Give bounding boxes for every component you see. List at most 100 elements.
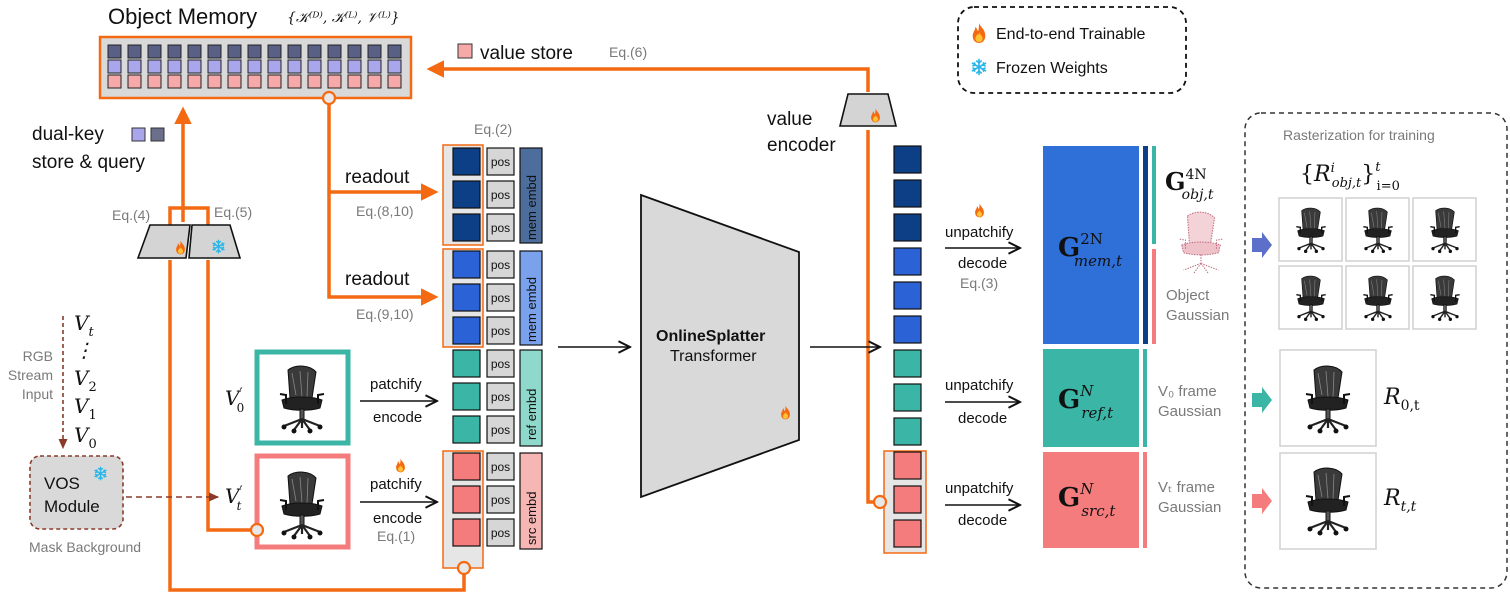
memory-key-dark-cell [247,44,262,59]
decoder-3-line1: unpatchify [945,480,1014,497]
memory-key-dark-cell [147,44,162,59]
token-cell [452,316,481,345]
stream-frame-label: ⋮ [74,338,94,362]
ref-encode-line2: encode [373,409,422,426]
memory-value-cell [307,74,322,89]
vt-gaussian-2: Gaussian [1158,499,1221,516]
dual-key-swatch-light [131,127,146,142]
memory-key-light-cell [267,59,282,74]
memory-key-dark-cell [167,44,182,59]
pos-cell [486,180,515,209]
mem-embd-bar-1 [519,147,543,244]
memory-value-cell [147,74,162,89]
dual-key-eq5: Eq.(5) [214,204,252,220]
ref-teal-bar [1143,349,1147,447]
memory-value-cell [207,74,222,89]
out-src-tap-point [872,494,888,510]
memory-key-light-cell [287,59,302,74]
gauss-mem-block [1043,146,1139,344]
pos-cell [486,415,515,444]
memory-value-cell [387,74,402,89]
token-cell [452,250,481,279]
pos-label: pos [491,390,510,404]
memory-key-dark-cell [367,44,382,59]
memory-key-dark-cell [287,44,302,59]
obj-teal-bar [1152,146,1156,244]
out-tokens [893,145,922,548]
decoder-2-line1: unpatchify [945,377,1014,394]
memory-key-light-cell [347,59,362,74]
readout-labels: readout Eq.(8,10) readout Eq.(9,10) [345,167,414,322]
pos-cell [486,485,515,514]
token-cell [452,415,481,444]
output-token-cell [893,315,922,344]
pos-cell [486,349,515,378]
memory-key-light-cell [207,59,222,74]
decoder-2-line2: decode [958,410,1007,427]
readout-1-eq: Eq.(8,10) [356,203,414,219]
pos-cell [486,283,515,312]
memory-key-light-cell [387,59,402,74]
src-embd-bar [519,452,543,550]
value-store-label: value store [480,43,573,64]
output-token-cell [893,485,922,514]
decoder-1-line1: unpatchify [945,224,1014,241]
output-token-cell [893,451,922,480]
value-encoder: value encoder [767,93,898,156]
memory-value-cell [107,74,122,89]
pos-cell [486,316,515,345]
output-token-cell [893,383,922,412]
legend-trainable: End-to-end Trainable [996,26,1146,43]
output-token-cell [893,247,922,276]
raster-arrow-src [1252,488,1272,514]
token-cell [452,147,481,176]
fire-icon [396,458,405,473]
pos-label: pos [491,258,510,272]
memory-key-dark-cell [327,44,342,59]
pos-label: pos [491,188,510,202]
output-tokens [872,145,927,554]
gaussian-chair-image [1179,211,1223,275]
stream-caption-1: RGB [23,348,53,364]
object-memory: Object Memory {𝒦⁽ᴰ⁾, 𝒦⁽ᴸ⁾, 𝒱⁽ᴸ⁾} [98,4,413,106]
src-encode-line2: encode [373,510,422,527]
value-encoder-line1: value [767,109,812,130]
token-cell [452,382,481,411]
memory-value-cell [367,74,382,89]
transformer-bold: OnlineSplatter [656,328,765,345]
v0-gaussian-1: V₀ frame [1158,383,1217,400]
transformer-block [640,193,800,499]
r0-label: R0,t [1383,385,1420,414]
pos-label: pos [491,324,510,338]
output-token-cell [893,213,922,242]
pos-cell [486,452,515,481]
memory-value-cell [267,74,282,89]
value-store-eq: Eq.(6) [609,44,647,60]
pos-label: pos [491,423,510,437]
memory-key-light-cell [147,59,162,74]
output-token-cell [893,417,922,446]
vos-module: VOS Module Mask Background [29,455,220,555]
decoder-1-eq: Eq.(3) [960,275,998,291]
object-memory-title: Object Memory [108,4,257,29]
rt-label: Rt,t [1383,486,1417,515]
src-group-tap-point [456,560,472,576]
stream-frame-label: V0 [74,423,97,452]
src-encode-eq: Eq.(1) [377,528,415,544]
mem-embd-label-2: mem embd [524,277,539,342]
src-pink-bar [1143,452,1147,548]
key-encoder-frozen [188,224,242,259]
dual-key-eq4: Eq.(4) [112,207,150,223]
memory-key-light-cell [327,59,342,74]
memory-key-light-cell [247,59,262,74]
src-encode-line1: patchify [370,476,422,493]
src-frame-tap-point [249,522,265,538]
memory-cells [107,44,402,89]
readout-1-label: readout [345,167,410,188]
vt-gaussian-1: Vₜ frame [1158,479,1215,496]
raster-grid [1278,197,1477,330]
mem-embd-label-1: mem embd [524,175,539,240]
